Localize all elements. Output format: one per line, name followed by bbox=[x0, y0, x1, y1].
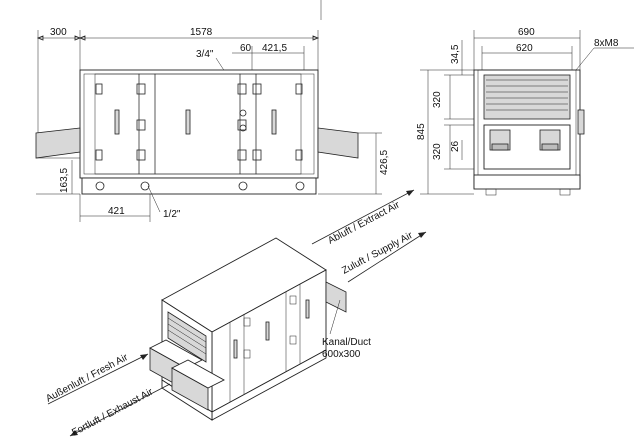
duct-right bbox=[317, 127, 359, 159]
base-frame bbox=[81, 177, 317, 195]
bolts-label: 8xM8 bbox=[594, 38, 619, 49]
door-handle bbox=[185, 109, 191, 135]
dim-690: 690 bbox=[518, 27, 535, 38]
door-handle bbox=[271, 109, 277, 135]
dim-620: 620 bbox=[516, 43, 533, 54]
dim-320-top: 320 bbox=[432, 91, 443, 108]
front-view: 300 1578 60 421,5 3/4" bbox=[35, 27, 390, 222]
iso-duct-supply bbox=[325, 281, 347, 313]
dim-163-5: 163,5 bbox=[59, 168, 70, 193]
fresh-air-label: Außenluft / Fresh Air bbox=[44, 352, 130, 405]
panel-right bbox=[255, 73, 302, 175]
duct-label: Kanal/Duct bbox=[322, 337, 371, 348]
dim-421-5: 421,5 bbox=[262, 43, 287, 54]
supply-air-label: Zuluft / Supply Air bbox=[340, 230, 415, 277]
dim-421: 421 bbox=[108, 206, 125, 217]
dim-300: 300 bbox=[50, 27, 67, 38]
duct-size-label: 600x300 bbox=[322, 349, 361, 360]
dim-845: 845 bbox=[416, 123, 427, 140]
unit-front-body bbox=[79, 69, 319, 179]
iso-view: Abluft / Extract Air Zuluft / Supply Air… bbox=[44, 189, 427, 439]
side-view: 690 620 8xM8 845 bbox=[416, 27, 634, 196]
pipe-size-label: 3/4" bbox=[196, 49, 214, 60]
dim-1578: 1578 bbox=[190, 27, 213, 38]
drain-size-label: 1/2" bbox=[163, 209, 181, 220]
dim-320-bottom: 320 bbox=[432, 143, 443, 160]
dim-34-5: 34,5 bbox=[450, 44, 461, 64]
iso-grille bbox=[167, 311, 207, 363]
dim-26: 26 bbox=[450, 140, 461, 152]
exhaust-air-label: Fortluft / Exhaust Air bbox=[70, 386, 155, 438]
door-handle bbox=[114, 109, 120, 135]
duct-left bbox=[35, 127, 81, 159]
dim-60: 60 bbox=[240, 43, 252, 54]
dim-426-5: 426,5 bbox=[379, 150, 390, 175]
duct-opening-top bbox=[483, 74, 571, 120]
